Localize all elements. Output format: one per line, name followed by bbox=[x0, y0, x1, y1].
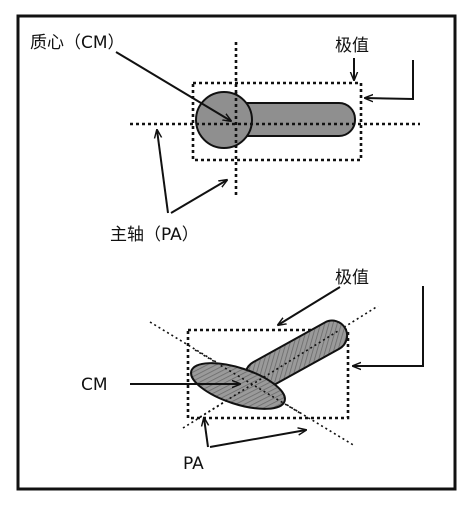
figure-frame bbox=[16, 14, 457, 491]
bottom-principal-axis-overlay bbox=[199, 330, 339, 418]
top-extreme-label: 极值 bbox=[335, 36, 369, 56]
bottom-extreme-label: 极值 bbox=[335, 268, 369, 288]
bottom-perpendicular-axis-overlay bbox=[194, 349, 301, 414]
top-pa-label: 主轴（PA） bbox=[110, 225, 199, 245]
bottom-pa-label: PA bbox=[183, 454, 204, 474]
bottom-extreme-arrow-right bbox=[353, 286, 424, 366]
top-extreme-bounding-box bbox=[191, 81, 363, 162]
bottom-pa-arrow-left bbox=[204, 418, 208, 448]
bottom-extreme-bounding-box bbox=[186, 328, 350, 420]
bottom-cm-label: CM bbox=[81, 375, 108, 395]
top-cm-arrow bbox=[115, 51, 231, 121]
top-cm-label: 质心（CM） bbox=[30, 33, 125, 53]
bottom-pa-arrow-right bbox=[209, 430, 306, 448]
bottom-panel: CM 极值 PA bbox=[81, 268, 424, 474]
bottom-extreme-arrow-top bbox=[278, 286, 341, 325]
top-object-head bbox=[195, 91, 253, 149]
top-extreme-arrow-right bbox=[365, 60, 414, 99]
top-pa-arrow-right bbox=[170, 180, 227, 214]
top-pa-arrow-left bbox=[157, 130, 169, 214]
top-panel: 质心（CM） 极值 主轴（PA） bbox=[30, 33, 420, 245]
